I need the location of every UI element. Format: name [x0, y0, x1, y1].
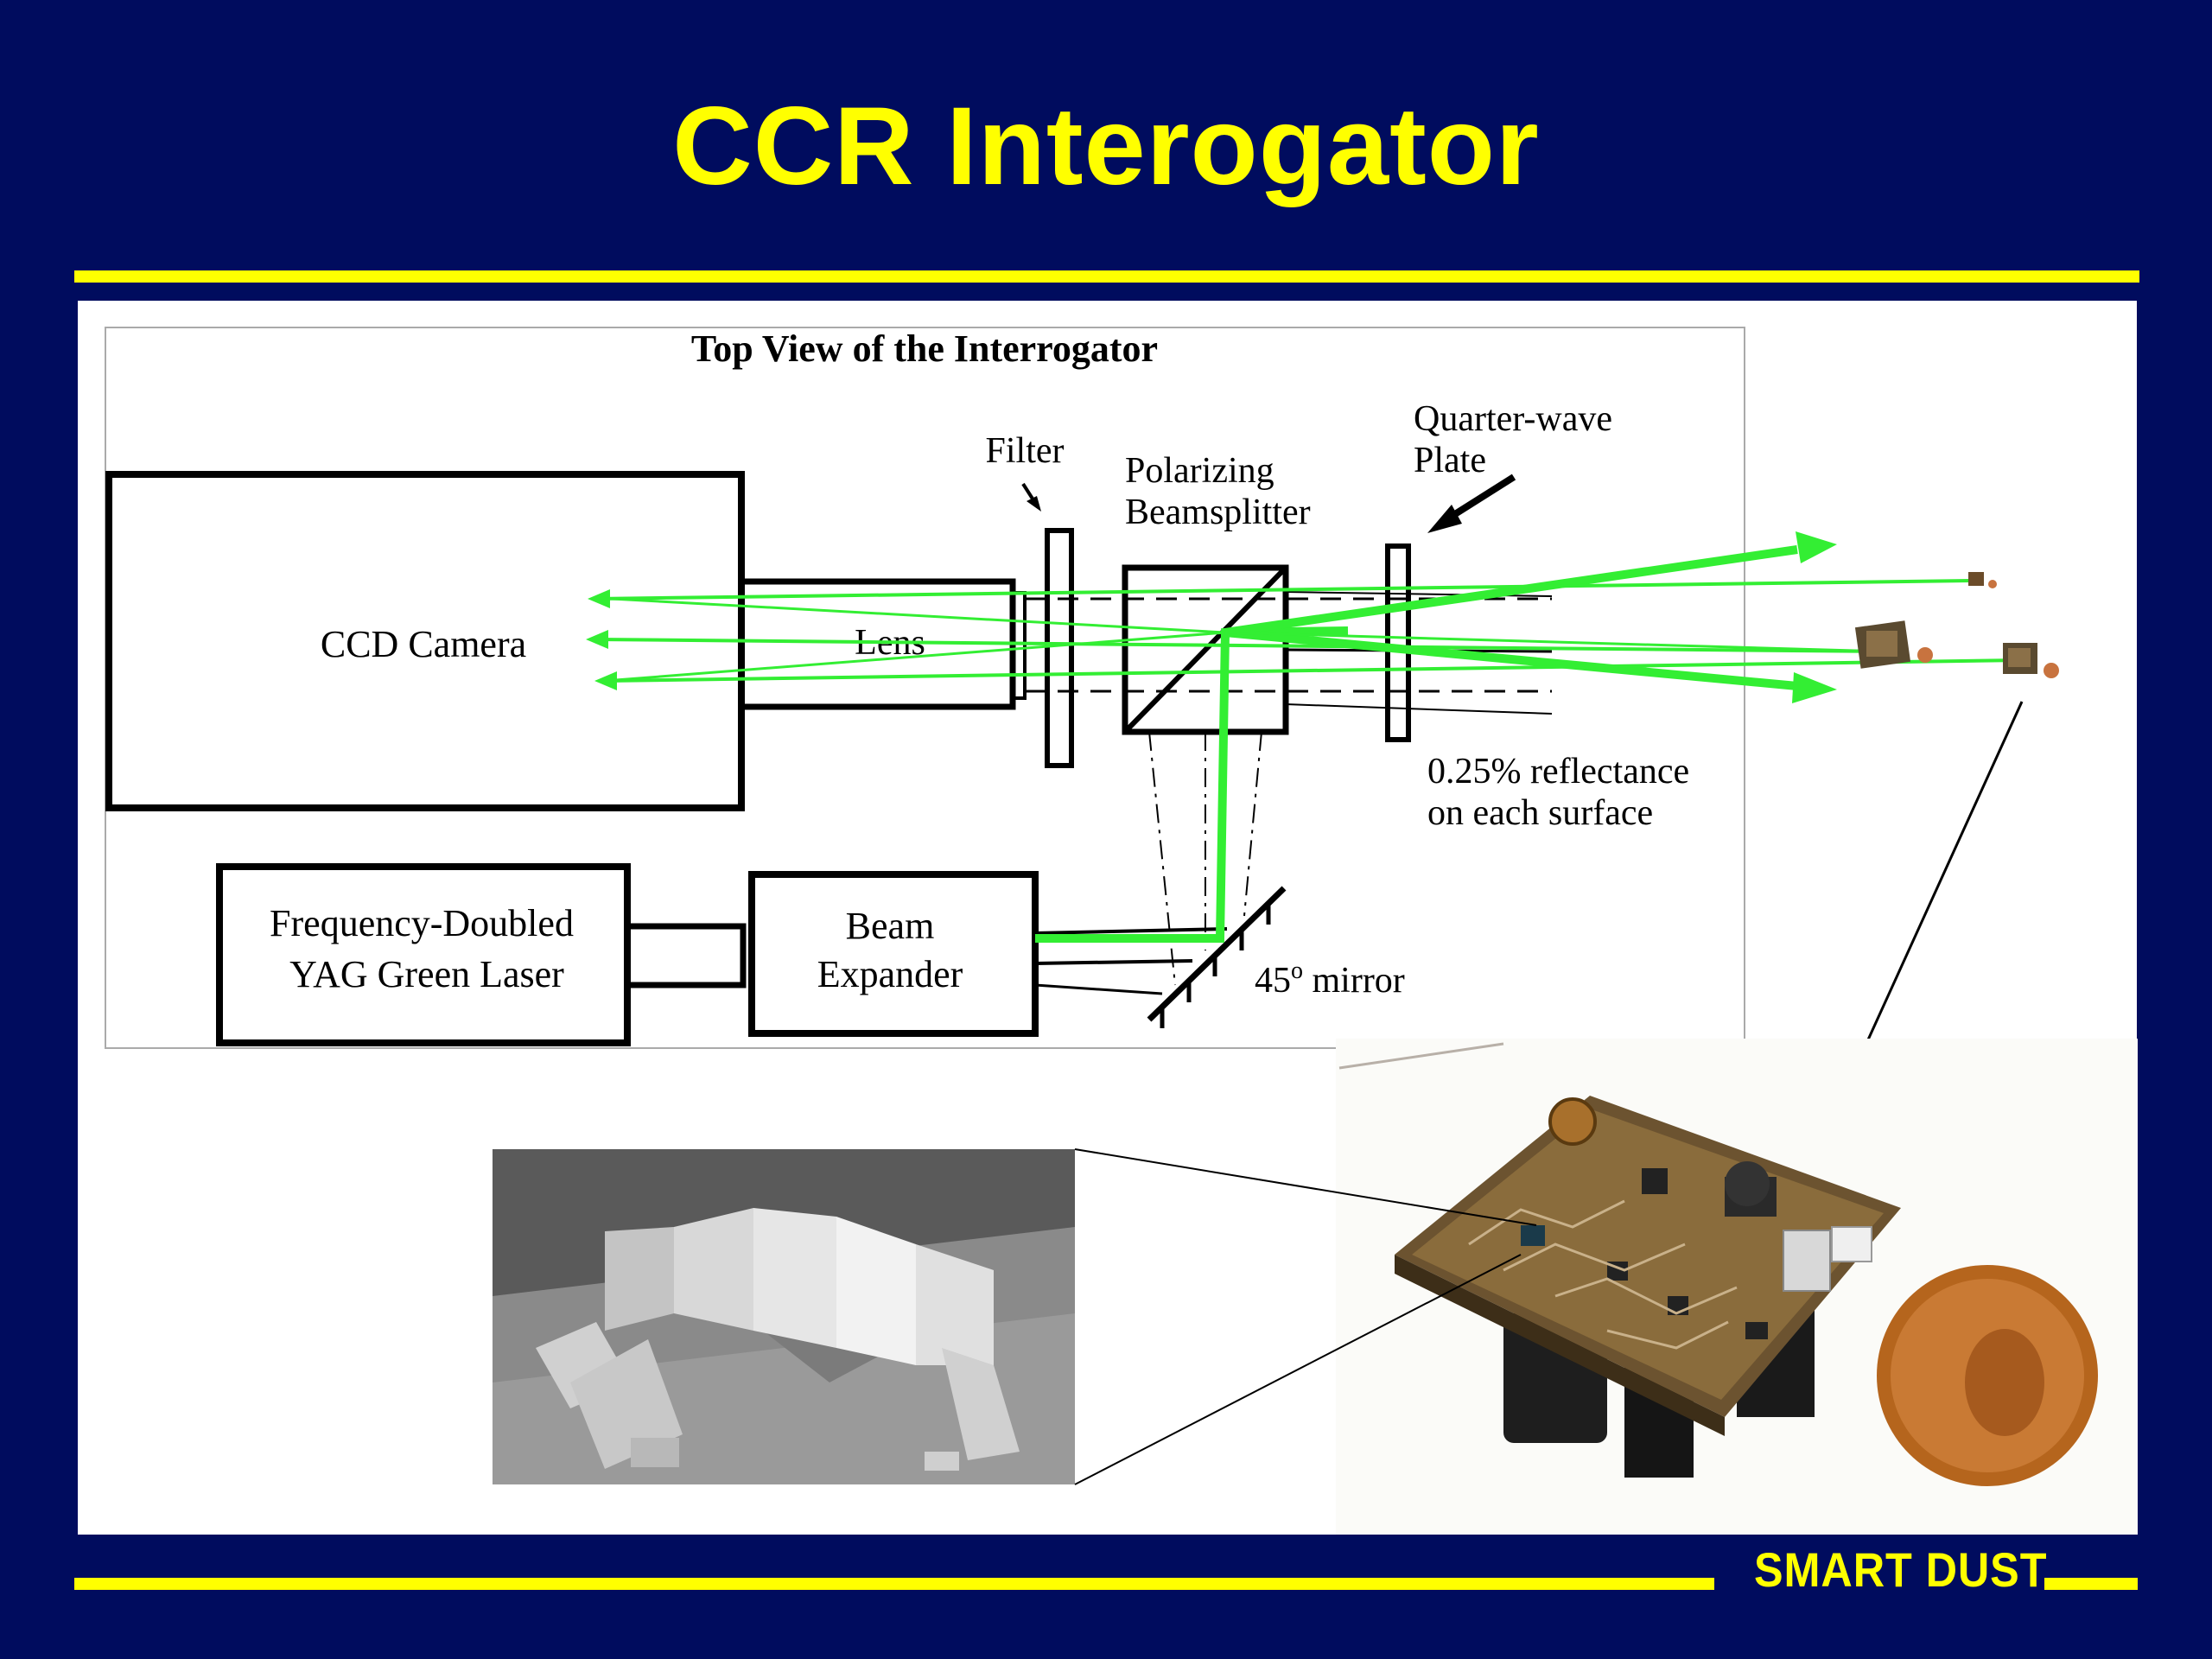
expander-out-1 — [1034, 927, 1228, 935]
outgoing-beam-upper — [1224, 545, 1798, 637]
mote-small-1 — [1968, 572, 1997, 588]
diagram-frame — [105, 327, 1745, 1049]
diagram-caption: Top View of the Interrogator — [691, 327, 1158, 370]
outgoing-arrow-lower — [1792, 672, 1837, 703]
expander-out-2 — [1034, 959, 1193, 965]
reflectance-label-2: on each surface — [1427, 793, 1653, 833]
mirror-label: 45o mirror — [1255, 957, 1405, 1001]
return-beam-6 — [1224, 631, 1885, 653]
qwp-arrowhead — [1427, 505, 1462, 533]
slide-title: CCR Interogator — [672, 85, 1540, 208]
ccd-camera-label: CCD Camera — [321, 623, 526, 665]
guide-1 — [1148, 731, 1176, 986]
qwp-label-1: Quarter-wave — [1414, 399, 1612, 439]
top-rule — [74, 270, 2139, 283]
beamsplitter-diagonal — [1122, 565, 1288, 734]
beam-expander-box — [748, 871, 1039, 1037]
return-beam-2 — [595, 638, 1885, 653]
return-arrow-2 — [586, 630, 608, 649]
zoom-line-upper — [1074, 1148, 1537, 1226]
laser-beam-path — [1035, 626, 1349, 943]
laser-label-1: Frequency-Doubled — [270, 902, 574, 944]
outgoing-arrow-upper — [1796, 531, 1837, 563]
bottom-rule-left — [74, 1578, 1714, 1590]
beamsplitter-label-1: Polarizing — [1125, 451, 1274, 491]
footer-brand: SMART DUST — [1754, 1542, 2048, 1597]
filter-plate — [1045, 528, 1074, 768]
outgoing-beam-lower — [1224, 628, 1798, 690]
mote-photo — [1336, 1039, 2138, 1535]
mirror-surface — [1147, 886, 1287, 1022]
qwp-arrow — [1446, 474, 1516, 522]
guide-3 — [1243, 731, 1262, 917]
laser-coupler — [624, 923, 747, 988]
qwp-label-2: Plate — [1414, 441, 1486, 480]
beamsplitter-label-2: Beamsplitter — [1125, 493, 1311, 532]
laser-label-2: YAG Green Laser — [289, 953, 564, 995]
reflectance-label-1: 0.25% reflectance — [1427, 752, 1689, 791]
zoom-line-lower — [1074, 1254, 1522, 1485]
filter-arrowhead — [1027, 496, 1041, 512]
return-beam-5 — [604, 631, 1226, 683]
quarter-wave-plate — [1385, 543, 1411, 742]
axis-line-2 — [1285, 703, 1553, 715]
filter-label: Filter — [986, 431, 1065, 471]
mote-small-3 — [2003, 643, 2059, 678]
return-beam-3 — [604, 658, 2023, 683]
expander-label-2: Expander — [817, 953, 963, 995]
expander-out-3 — [1034, 983, 1163, 995]
ccr-micrograph — [493, 1149, 1075, 1484]
return-beam-4 — [595, 596, 1226, 634]
mote-small-2 — [1854, 620, 1933, 669]
expander-label-1: Beam — [846, 905, 935, 947]
mirror-hatch — [1160, 904, 1271, 1028]
return-beam-1 — [595, 579, 1971, 601]
bottom-rule-right — [2044, 1578, 2138, 1590]
